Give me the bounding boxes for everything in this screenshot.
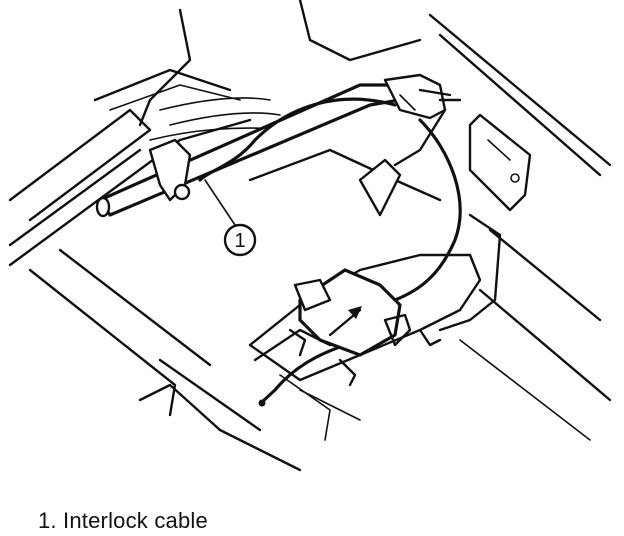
right-body-panel — [428, 13, 612, 441]
shift-control-housing — [288, 268, 412, 387]
callout-number: 1 — [234, 230, 245, 252]
direction-arrow-head — [348, 306, 362, 319]
interlock-cable-diagram: 1 — [8, 0, 612, 472]
callout-1: 1 — [204, 179, 257, 257]
parking-brake-lever — [95, 73, 462, 218]
figure-caption: 1. Interlock cable — [38, 508, 208, 533]
floor-pan-structure — [8, 68, 302, 472]
brake-pedal — [358, 108, 447, 217]
